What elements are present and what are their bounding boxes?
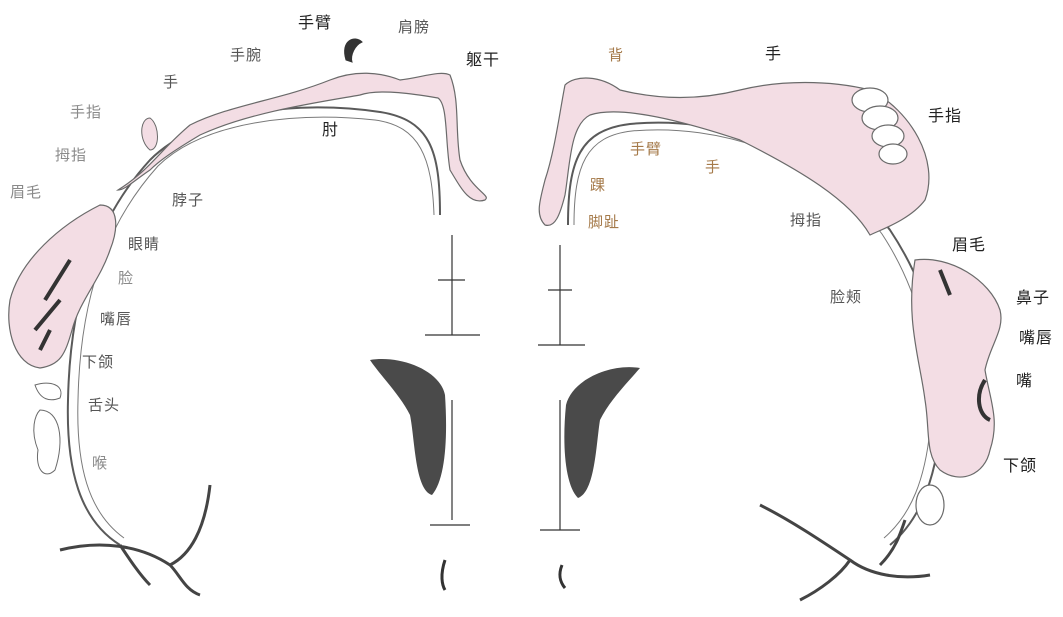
label-right-eyebrow: 眉毛 [952,237,986,253]
label-right-hand: 手 [705,160,721,175]
label-left-throat: 喉 [92,456,108,471]
label-left-face: 脸 [118,271,134,286]
label-right-nose: 鼻子 [1016,290,1050,306]
label-left-jaw: 下颌 [82,355,114,370]
label-left-thumb: 拇指 [55,148,87,163]
right-vessels [760,505,930,600]
label-right-fingers: 手指 [928,108,962,124]
label-left-arm: 手臂 [298,15,332,31]
right-ventricle [564,367,640,498]
label-right-jaw: 下颌 [1003,458,1037,474]
label-left-wrist: 手腕 [230,48,262,63]
label-right-ankle: 踝 [590,178,606,193]
label-left-lips: 嘴唇 [100,312,132,327]
label-left-trunk: 躯干 [466,52,500,68]
label-left-tongue: 舌头 [88,398,120,413]
label-right-cheek: 脸颊 [830,290,862,305]
right-jaw-circle [916,485,944,525]
label-right-hand-top: 手 [765,46,782,62]
label-right-back: 背 [608,48,624,63]
label-right-mouth: 嘴 [1016,373,1033,389]
left-face-homunculus [9,205,116,368]
right-bottom-hook [560,565,565,588]
label-left-eyebrow: 眉毛 [10,185,42,200]
left-jaw-tongue [34,383,61,474]
label-left-elbow: 肘 [322,122,339,138]
left-arm-dark-mark [345,39,362,62]
left-bottom-hook [442,560,445,590]
left-thumb [142,118,158,150]
label-right-toes: 脚趾 [588,215,620,230]
label-left-shoulder: 肩膀 [398,20,430,35]
right-face-homunculus [912,259,1001,477]
label-right-lips: 嘴唇 [1019,330,1053,346]
label-right-thumb: 拇指 [790,213,822,228]
left-ventricle [370,359,446,495]
label-left-fingers: 手指 [70,105,102,120]
label-right-arm: 手臂 [630,142,662,157]
label-left-hand: 手 [163,75,179,90]
label-left-eye: 眼睛 [128,237,160,252]
label-left-neck: 脖子 [172,193,204,208]
